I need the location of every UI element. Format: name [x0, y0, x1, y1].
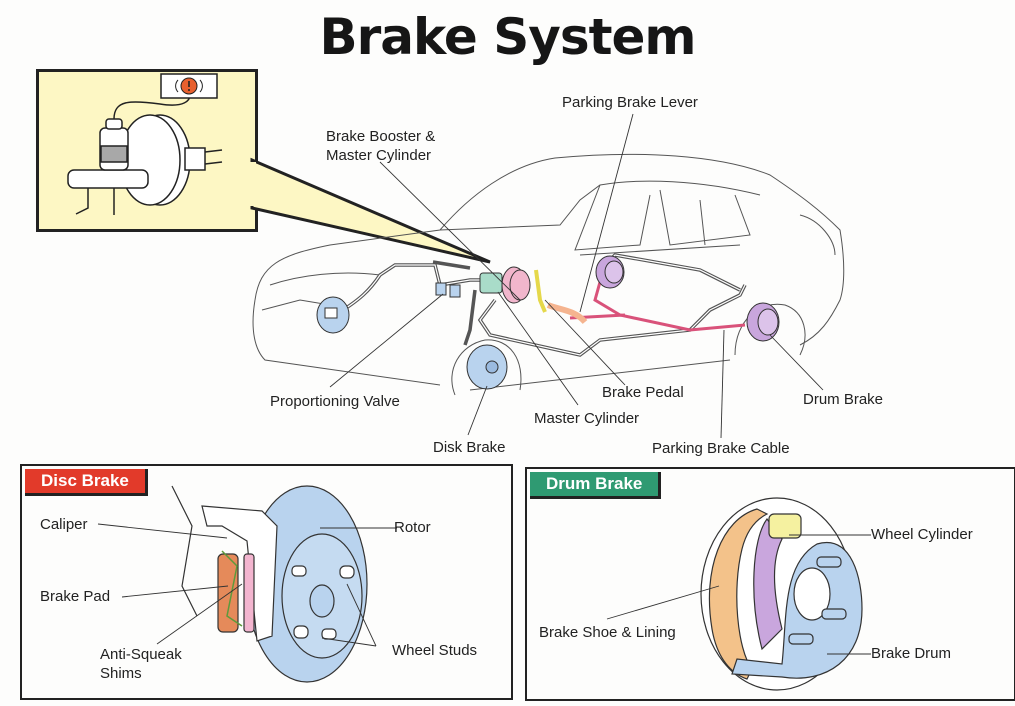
label-caliper: Caliper: [40, 516, 88, 533]
parking-brake-cable: [593, 281, 746, 332]
label-parking-brake-lever: Parking Brake Lever: [562, 94, 698, 111]
drum-brake-header: Drum Brake: [530, 472, 662, 499]
label-master-cylinder: Master Cylinder: [534, 410, 640, 427]
front-right-disk-brake: [466, 344, 508, 390]
wheel-cylinder: [768, 513, 802, 539]
wheel-stud: [293, 625, 309, 639]
front-left-brake: [316, 296, 350, 334]
drum-brake-drawing: [606, 497, 871, 691]
disc-brake-header: Disc Brake: [25, 469, 148, 496]
label-brake-booster-line1: Brake Booster &: [326, 128, 436, 145]
master-cylinder: [479, 272, 503, 294]
rear-right-drum: [746, 302, 780, 342]
label-wheel-cylinder: Wheel Cylinder: [871, 526, 973, 543]
callout-pointer: [250, 157, 491, 264]
label-brake-shoe-lining: Brake Shoe & Lining: [539, 624, 676, 641]
label-parking-brake-cable: Parking Brake Cable: [652, 440, 790, 457]
label-brake-booster-line2: Master Cylinder: [326, 147, 432, 164]
shim: [243, 553, 255, 633]
page-title: Brake System: [319, 8, 696, 66]
brake-pad: [217, 553, 239, 633]
drum-brake-panel: Drum Brake Wheel Cylinder Brake Shoe & L…: [525, 467, 1015, 701]
brake-drum: [731, 541, 863, 679]
wheel-stud: [291, 565, 307, 577]
rear-left-drum: [595, 255, 625, 289]
brake-warning-icon: [160, 73, 218, 99]
wheel-stud: [321, 628, 337, 640]
label-brake-pad: Brake Pad: [40, 588, 111, 605]
caliper: [201, 505, 278, 642]
brake-booster: [501, 266, 531, 304]
label-brake-drum: Brake Drum: [871, 645, 952, 662]
car-outline: [252, 153, 845, 396]
label-proportioning-valve: Proportioning Valve: [270, 393, 400, 410]
brake-pedal-arm: [534, 269, 547, 313]
label-rotor: Rotor: [394, 519, 431, 536]
label-disk-brake: Disk Brake: [433, 439, 506, 456]
label-anti-squeak-line1: Anti-Squeak: [100, 646, 182, 663]
leader-lines: [329, 113, 824, 439]
proportioning-valve: [435, 282, 461, 298]
parking-brake-lever-handle: [546, 302, 588, 325]
disc-brake-panel: Disc Brake Caliper Brake Pad Anti-Squeak: [20, 464, 513, 700]
brake-shoe-lining: [708, 508, 769, 680]
label-wheel-studs: Wheel Studs: [392, 642, 478, 659]
callout-booster-drawing: [67, 94, 223, 215]
label-drum-brake: Drum Brake: [803, 391, 884, 408]
label-brake-pedal: Brake Pedal: [602, 384, 684, 401]
wheel-stud: [339, 565, 355, 579]
label-anti-squeak-line2: Shims: [100, 665, 142, 682]
disc-brake-drawing: [97, 485, 397, 683]
